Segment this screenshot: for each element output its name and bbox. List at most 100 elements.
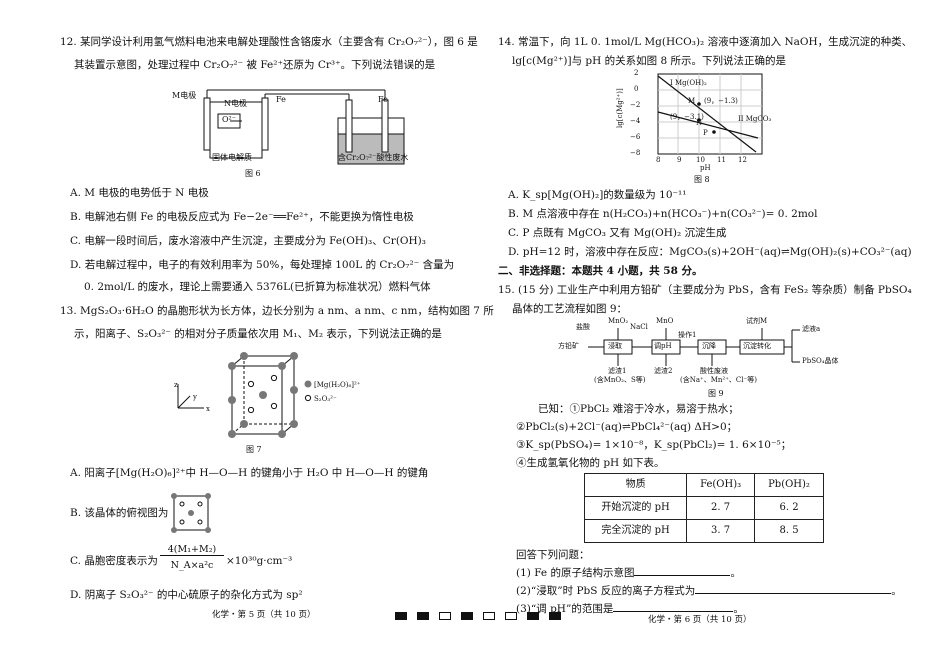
fig6-oxide-ion-label: O²⁻: [222, 115, 236, 124]
point-m: [697, 102, 701, 106]
mark-filled: [527, 612, 539, 620]
mark-filled: [395, 612, 407, 620]
mark-filled: [461, 612, 473, 620]
fig8-point-p-label: P: [703, 129, 708, 137]
q14-option-a: A. K_sp[Mg(OH)₂]的数量级为 10⁻¹¹: [508, 189, 687, 201]
fig8-ytick: −6: [630, 133, 641, 141]
flow-reagent-m: 试剂M: [746, 317, 768, 325]
q13-line2: 示，阳离子、S₂O₃²⁻ 的相对分子质量依次用 M₁、M₂ 表示，下列说法正确的…: [74, 328, 442, 340]
q12-line2: 其装置示意图，处理过程中 Cr₂O₇²⁻ 被 Fe²⁺还原为 Cr³⁺。下列说法…: [74, 59, 436, 71]
flow-mno2: MnO₂: [608, 317, 629, 325]
figure-8-graph: [657, 73, 763, 155]
table-cell: 8. 5: [754, 519, 824, 543]
q15-sub2-text: (2)“浸取”时 PbS 反应的离子方程式为: [516, 585, 696, 597]
fig8-ytick: −2: [630, 101, 641, 109]
q15-sub1: (1) Fe 的原子结构示意图。: [516, 566, 741, 581]
mark-filled: [417, 612, 429, 620]
fig8-point-n-label: N: [696, 119, 703, 127]
registration-marks: [395, 612, 561, 620]
q13-option-b: B. 该晶体的俯视图为: [70, 507, 169, 519]
q13-option-c-denominator: N_A×a²c: [170, 560, 214, 571]
q14-option-d: D. pH=12 时，溶液中存在反应：MgCO₃(s)+2OH⁻(aq)⇌Mg(…: [508, 246, 912, 258]
period: 。: [733, 603, 744, 615]
line-ii-mgco3: [657, 111, 759, 139]
fig7-z-axis-label: z: [174, 381, 178, 389]
q15-known-2: ②PbCl₂(s)+2Cl⁻(aq)⇌PbCl₄²⁻(aq) ΔH>0；: [516, 421, 738, 433]
table-row: 完全沉淀的 pH 3. 7 8. 5: [583, 519, 824, 543]
answer-blank-1[interactable]: [634, 575, 731, 576]
q15-ask: 回答下列问题：: [516, 549, 590, 561]
mark-empty: [505, 612, 517, 620]
table-cell: 6. 2: [754, 496, 824, 520]
fig8-line-i-label: I Mg(OH)₂: [670, 79, 707, 87]
fig8-xtick: 12: [738, 156, 747, 164]
q12-option-b: B. 电解池右侧 Fe 的电极反应式为 Fe−2e⁻══Fe²⁺，不能更换为惰性…: [70, 211, 414, 223]
figure-9-process-flow: [588, 328, 800, 366]
fig8-point-m-coords: (9，−1.3): [704, 97, 738, 105]
q12-option-d-line2: 0. 2mol/L 的废水，理论上需要通入 5376L(已折算为标准状况）燃料气…: [84, 281, 431, 293]
answer-blank-2[interactable]: [695, 593, 892, 594]
fig7-y-axis-label: y: [193, 393, 197, 401]
q15-known-3: ③K_sp(PbSO₄)= 1×10⁻⁸，K_sp(PbCl₂)= 1. 6×1…: [516, 439, 792, 451]
flow-sink: 沉降: [702, 342, 716, 350]
q14-line2: lg[c(Mg²⁺)]与 pH 的关系如图 8 所示。下列说法正确的是: [512, 55, 786, 67]
fig6-solid-electrolyte-label: 固体电解质: [212, 153, 252, 162]
flow-adjust-ph: 调pH: [654, 342, 672, 350]
table-row: 开始沉淀的 pH 2. 7 6. 2: [583, 496, 824, 520]
answer-blank-3[interactable]: [613, 611, 734, 612]
q14-option-c: C. P 点既有 MgCO₃ 又有 Mg(OH)₂ 沉淀生成: [508, 227, 727, 239]
q12-option-d-line1: D. 若电解过程中，电子的有效利用率为 50%，每处理掉 100L 的 Cr₂O…: [70, 259, 455, 271]
fig7-legend-anion: S₂O₃²⁻: [314, 395, 337, 403]
fig8-point-n-coords: (9，−3.1): [670, 113, 704, 121]
table-header: Pb(OH)₂: [754, 473, 824, 497]
q12-line1: 12. 某同学设计利用氢气燃料电池来电解处理酸性含铬废水（主要含有 Cr₂O₇²…: [60, 36, 478, 48]
fig9-caption: 图 9: [708, 389, 724, 398]
table-header: Fe(OH)₃: [686, 473, 756, 497]
fig8-line-ii-label: II MgCO₃: [738, 115, 772, 123]
fig7-legend-cation: [Mg(H₂O)₆]²⁺: [314, 381, 361, 389]
period: 。: [730, 567, 741, 579]
q15-sub3-text: (3)“调 pH”的范围是: [516, 603, 614, 615]
q13-option-a: A. 阳离子[Mg(H₂O)₆]²⁺中 H—O—H 的键角小于 H₂O 中 H—…: [70, 467, 429, 479]
q13-option-c-prefix: C. 晶胞密度表示为: [70, 555, 158, 567]
mark-empty: [483, 612, 495, 620]
table-cell: 开始沉淀的 pH: [583, 496, 688, 520]
fig8-ytick: −4: [630, 117, 641, 125]
flow-ore: 方铅矿: [558, 342, 579, 350]
q13-option-d: D. 阴离子 S₂O₃²⁻ 的中心硫原子的杂化方式为 sp²: [70, 589, 303, 601]
flow-acid-waste: 酸性废液: [700, 367, 728, 375]
fig8-point-m-label: M: [688, 97, 696, 105]
fig6-waste-water-label: 含Cr₂O₇²⁻酸性废水: [338, 153, 409, 162]
flow-product: PbSO₄晶体: [802, 357, 839, 365]
fig7-x-axis-label: x: [206, 405, 210, 413]
figure-7-unit-cell: [177, 352, 312, 438]
fig8-xtick: 8: [656, 156, 661, 164]
flow-residue1: 滤渣1: [608, 367, 627, 375]
flow-hcl: 盐酸: [576, 323, 590, 331]
table-header: 物质: [583, 473, 688, 497]
fig8-caption: 图 8: [694, 175, 710, 184]
q13-line1: 13. MgS₂O₃·6H₂O 的晶胞形状为长方体，边长分别为 a nm、a n…: [60, 305, 494, 317]
figure-6-electrolysis-apparatus: [203, 89, 405, 165]
fig8-x-axis-label: pH: [700, 164, 711, 172]
point-p: [712, 130, 716, 134]
fig7-caption: 图 7: [246, 445, 262, 454]
fig6-n-electrode-label: N电极: [224, 99, 247, 108]
flow-residue1-detail: (含MnO₂、S等): [594, 376, 646, 384]
table-header-row: 物质 Fe(OH)₃ Pb(OH)₂: [583, 473, 824, 497]
flow-residue2: 滤渣2: [654, 367, 673, 375]
section-2-heading: 二、非选择题：本题共 4 小题，共 58 分。: [498, 265, 703, 277]
fig8-xtick: 9: [677, 156, 682, 164]
q13-option-b-top-view-figure: [171, 493, 211, 533]
flow-filtrate-a: 滤液a: [802, 325, 821, 333]
fig8-y-axis-label: lg[c(Mg²⁺)]: [616, 88, 624, 128]
q13-option-c-suffix: ×10³⁰g·cm⁻³: [226, 555, 293, 567]
hydroxide-ph-table: 物质 Fe(OH)₃ Pb(OH)₂ 开始沉淀的 pH 2. 7 6. 2 完全…: [583, 473, 824, 543]
flow-op1: 操作1: [678, 331, 697, 339]
q14-line1: 14. 常温下，向 1L 0. 1mol/L Mg(HCO₃)₂ 溶液中逐滴加入…: [498, 36, 913, 48]
period: 。: [891, 585, 902, 597]
fig8-ytick: 0: [634, 85, 639, 93]
page-footer-left: 化学・第 5 页（共 10 页）: [212, 610, 316, 620]
point-n: [697, 118, 701, 122]
q12-option-c: C. 电解一段时间后，废水溶液中产生沉淀，主要成分为 Fe(OH)₃、Cr(OH…: [70, 235, 426, 247]
